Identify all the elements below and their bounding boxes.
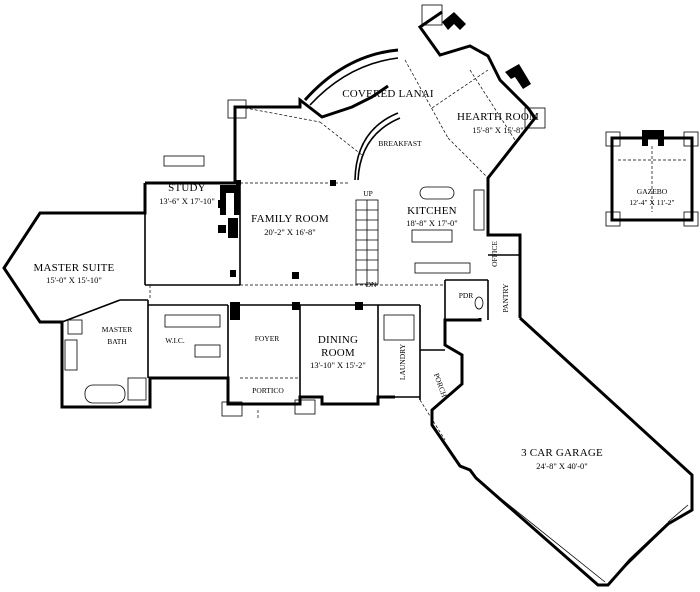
lanai-fireplace-icon — [442, 12, 466, 30]
kitchen-counter — [414, 262, 471, 274]
garage-dims: 24'-8" X 40'-0" — [536, 461, 588, 471]
stairs-down-label: DN — [366, 280, 377, 289]
room-labels: COVERED LANAI HEARTH ROOM 15'-8" X 15'-8… — [34, 88, 675, 471]
hearth-fireplace-icon — [505, 64, 531, 89]
portico-label: PORTICO — [252, 386, 284, 395]
kitchen-label: KITCHEN — [407, 205, 457, 217]
kitchen-island — [411, 229, 453, 243]
gazebo-label: GAZEBO — [637, 187, 668, 196]
gazebo-dims: 12'-4" X 11'-2" — [629, 198, 674, 207]
covered-lanai-label: COVERED LANAI — [342, 88, 434, 100]
garage-label: 3 CAR GARAGE — [521, 447, 603, 459]
northeast-exterior-wall — [417, 10, 537, 318]
hearth-room-label: HEARTH ROOM — [457, 111, 539, 123]
wic-shelf-2 — [194, 344, 221, 358]
master-suite-dims: 15'-0" X 15'-10" — [46, 275, 102, 285]
breakfast-label: BREAKFAST — [378, 139, 422, 148]
fireplaces — [220, 12, 531, 238]
pantry-label: PANTRY — [501, 283, 510, 312]
shower — [127, 377, 147, 401]
stairs-up-label: UP — [363, 189, 373, 198]
staircase — [355, 199, 379, 285]
study-label: STUDY — [168, 182, 206, 194]
garage-exterior-wall — [430, 316, 694, 587]
bath-fixtures — [64, 296, 484, 404]
laundry-machines — [383, 314, 415, 341]
pdr-toilet — [474, 296, 484, 310]
family-room-dims: 20'-2" X 16'-8" — [264, 227, 316, 237]
master-suite-label: MASTER SUITE — [34, 262, 115, 274]
kitchen-dims: 18'-8" X 17'-0" — [406, 218, 458, 228]
gazebo-fireplace-icon — [642, 130, 664, 146]
bathtub — [84, 384, 126, 404]
vanity — [64, 339, 78, 371]
kitchen-table — [419, 186, 455, 200]
kitchen-fixtures — [411, 186, 485, 274]
kitchen-counter-east — [473, 189, 485, 231]
lanai-arc-inner — [309, 57, 399, 106]
master-bath-label-1: MASTER — [102, 325, 132, 334]
garage-doors — [483, 484, 689, 583]
hearth-room-dims: 15'-8" X 15'-8" — [472, 125, 524, 135]
porch-label: PORCH — [432, 372, 449, 399]
dining-room-label-1: DINING — [318, 334, 358, 346]
west-exterior-wall — [2, 183, 395, 409]
laundry-label: LAUNDRY — [398, 343, 407, 380]
lanai-arc-wall — [303, 48, 399, 101]
study-fireplace-icon — [220, 185, 240, 215]
piers — [67, 4, 546, 417]
dining-room-label-2: ROOM — [321, 347, 355, 359]
dining-room-dims: 13'-10" X 15'-2" — [310, 360, 366, 370]
wic-label: W.I.C. — [165, 336, 185, 345]
gazebo — [605, 130, 699, 227]
study-dims: 13'-6" X 17'-10" — [159, 196, 215, 206]
north-exterior-wall — [145, 84, 389, 185]
exterior-walls — [2, 10, 694, 587]
foyer-label: FOYER — [255, 334, 280, 343]
master-bath-label-2: BATH — [107, 337, 127, 346]
wic-shelf — [164, 314, 221, 328]
interior-walls — [61, 112, 520, 400]
pdr-label: PDR — [459, 291, 474, 300]
office-label: OFFICE — [490, 241, 499, 267]
family-room-label: FAMILY ROOM — [251, 213, 329, 225]
